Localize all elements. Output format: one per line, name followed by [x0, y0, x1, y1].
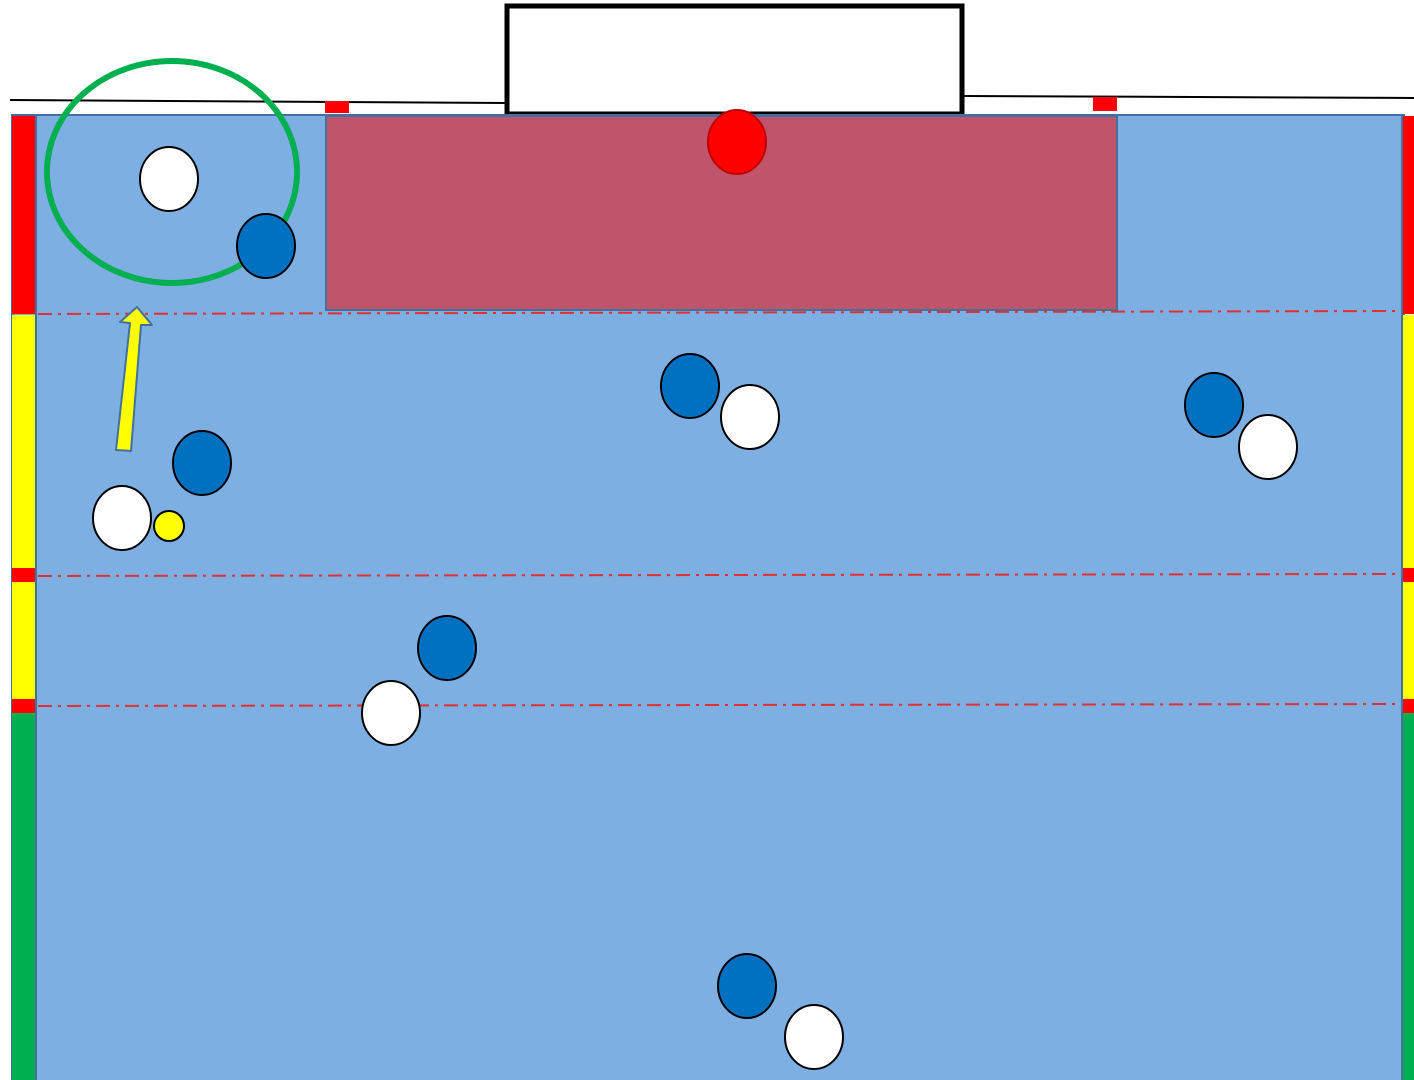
goal-line-right: [961, 95, 1414, 99]
player-blue-left-flat: [417, 615, 477, 681]
player-white-right-wing: [1238, 414, 1298, 480]
player-blue-right-wing: [1184, 372, 1244, 438]
zone-line-5m: [37, 573, 1401, 577]
player-blue-point: [717, 953, 777, 1019]
goalkeeper: [707, 109, 767, 175]
player-white-center: [720, 384, 780, 450]
ball: [153, 510, 185, 542]
goal-post-marker-right: [1093, 97, 1117, 111]
zone-line-2m: [37, 310, 1401, 315]
sideline-left-yellow-zone: [12, 315, 36, 705]
sideline-left-green-zone: [12, 712, 36, 1080]
player-blue-center: [660, 353, 720, 419]
player-white-point: [784, 1004, 844, 1070]
highlight-circle: [44, 58, 300, 286]
zone-line-6m: [37, 703, 1401, 707]
sideline-right-5m-marker: [1402, 568, 1414, 582]
yellow-arrow-icon: [115, 306, 153, 452]
sideline-right-red-zone: [1402, 116, 1414, 314]
sideline-left-red-zone: [12, 116, 36, 314]
player-white-in-circle: [139, 146, 199, 212]
sideline-right-green-zone: [1402, 712, 1414, 1080]
goal-frame: [504, 3, 965, 117]
player-blue-left-wing: [172, 430, 232, 496]
sideline-right-6m-marker: [1402, 699, 1414, 713]
player-blue-in-circle: [236, 213, 296, 279]
sideline-left-5m-marker: [12, 568, 36, 582]
sideline-right-yellow-zone: [1402, 315, 1414, 705]
sideline-left-6m-marker: [12, 699, 36, 713]
player-white-with-ball: [92, 485, 152, 551]
goal-line-left: [9, 99, 509, 104]
player-white-left-flat: [361, 680, 421, 746]
goal-post-marker-left: [325, 101, 349, 113]
